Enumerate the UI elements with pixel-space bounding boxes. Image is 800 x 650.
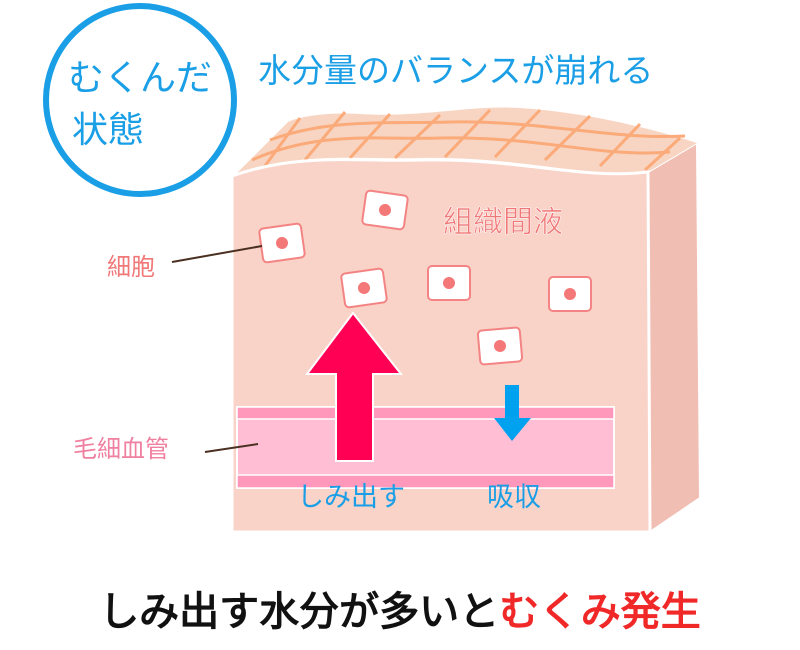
interstitial-fluid-label: 組織間液 <box>443 205 563 240</box>
badge-line2: 状態 <box>72 110 144 151</box>
cell <box>258 222 306 264</box>
cell-leader-line <box>171 245 263 263</box>
cell <box>427 265 471 301</box>
cell <box>476 326 524 366</box>
caption-normal: しみ出す水分が多いと <box>99 589 499 635</box>
badge-line1: むくんだ <box>68 58 212 99</box>
capillary-label: 毛細血管 <box>73 435 169 463</box>
nucleus <box>379 204 391 216</box>
cell <box>361 189 409 231</box>
nucleus <box>443 277 455 289</box>
cell-label: 細胞 <box>107 253 155 281</box>
nucleus <box>358 282 370 294</box>
nucleus <box>494 340 506 352</box>
nucleus <box>276 237 288 249</box>
seep-out-label: しみ出す <box>297 482 405 513</box>
nucleus <box>564 288 576 300</box>
caption-highlight: むくみ発生 <box>499 589 701 635</box>
state-badge: むくんだ 状態 <box>43 3 237 197</box>
cells <box>258 189 592 366</box>
cell <box>548 276 592 312</box>
absorb-label: 吸収 <box>487 482 541 513</box>
absorb-arrow-icon <box>494 385 531 441</box>
capillary <box>236 406 615 489</box>
seep-out-arrow-icon <box>304 311 404 462</box>
capillary-leader-line <box>204 443 259 453</box>
capillary-wall-bottom <box>236 474 615 489</box>
capillary-wall-top <box>236 406 615 420</box>
badge-circle <box>43 3 237 197</box>
skin-texture-grid <box>251 108 686 172</box>
title: 水分量のバランスが崩れる <box>258 51 653 90</box>
caption: しみ出す水分が多いとむくみ発生 <box>99 589 701 635</box>
skin-side-face <box>646 141 702 534</box>
cell <box>340 267 388 309</box>
